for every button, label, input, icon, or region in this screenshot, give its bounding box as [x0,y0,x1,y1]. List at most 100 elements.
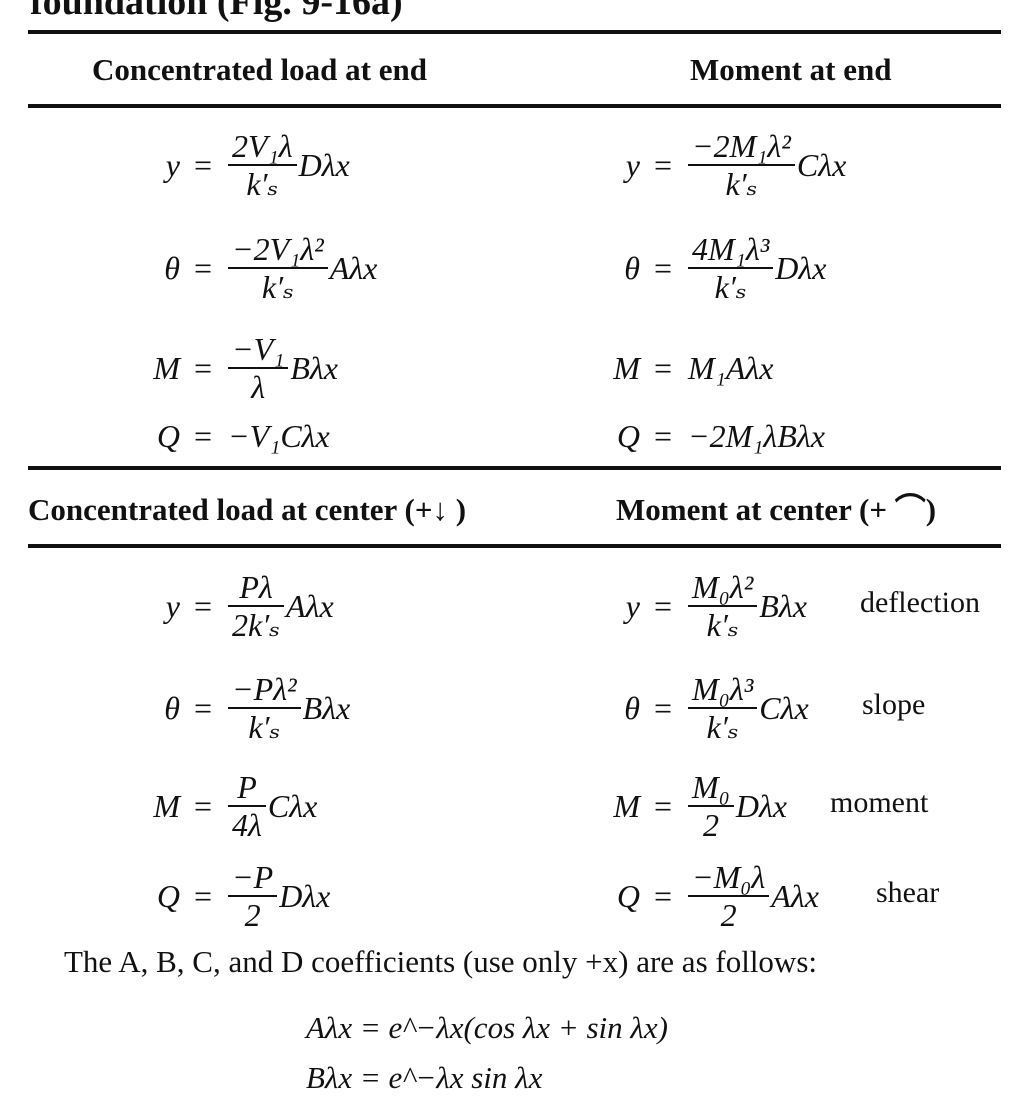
numerator: 4M₁λ³ [692,231,770,267]
denominator: k′ₛ [706,709,739,745]
equation-factor: Dλx [298,146,350,183]
header-rule-2 [28,544,1001,548]
equation-factor: Dλx [735,787,787,824]
fraction: −2V₁λ² k′ₛ [228,231,328,305]
equation-factor: Aλx [286,587,334,624]
row-label-moment: moment [830,786,929,819]
fraction: −2M₁λ² k′ₛ [688,128,795,202]
equation-row: y = M₀λ² k′ₛ Bλx [570,566,807,646]
equation-factor: Aλx [329,249,378,286]
fraction: 2V₁λ k′ₛ [228,128,297,202]
header-concentrated-load-at-center: Concentrated load at center (+↓ ) [28,492,467,527]
equation-lhs: y [625,587,640,624]
coefficients-note: The A, B, C, and D coefficients (use onl… [64,944,817,979]
equation-lhs: M [153,349,180,386]
equation-lhs: y [625,146,640,183]
equation-row: Q = −V₁Cλx [120,414,330,458]
equation-factor: Bλx [759,587,807,624]
equation-row: θ = M₀λ³ k′ₛ Cλx [570,668,809,748]
equation-rhs: −V₁Cλx [228,417,330,454]
numerator: −P [232,859,274,895]
equation-row: M = −V₁ λ Bλx [120,328,338,408]
fraction: M₀ 2 [688,769,734,843]
equation-row: Q = −2M₁λBλx [570,414,825,458]
numerator: −2V₁λ² [232,231,324,267]
fraction: −V₁ λ [228,331,289,405]
coefficient-a: Aλx = e^−λx(cos λx + sin λx) [306,1010,668,1045]
row-label-slope: slope [862,688,926,721]
fraction: −Pλ² k′ₛ [228,671,301,745]
equation-lhs: M [613,787,640,824]
denominator: k′ₛ [714,269,747,305]
equation-factor: Aλx [771,877,819,914]
denominator: k′ₛ [261,269,294,305]
row-label-shear: shear [876,876,940,909]
equation-lhs: Q [156,417,180,454]
equation-row: M = M₀ 2 Dλx [570,766,787,846]
table-caption: foundation (Fig. 9-16a) [30,0,403,23]
equation-lhs: θ [624,249,640,286]
header-concentrated-load-at-end: Concentrated load at end [92,52,427,87]
denominator: k′ₛ [246,166,279,202]
denominator: k′ₛ [706,607,739,643]
denominator: 2 [720,897,737,933]
fraction: P 4λ [228,769,266,843]
numerator: −2M₁λ² [692,128,791,164]
fraction: Pλ 2k′ₛ [228,569,285,643]
denominator: λ [251,369,266,405]
fraction: 4M₁λ³ k′ₛ [688,231,774,305]
equation-factor: Bλx [290,349,338,386]
fraction: M₀λ³ k′ₛ [688,671,758,745]
equation-row: Q = −M₀λ 2 Aλx [570,856,819,936]
equation-row: M = P 4λ Cλx [120,766,317,846]
equation-lhs: θ [164,689,180,726]
denominator: k′ₛ [248,709,281,745]
header-rule-1 [28,104,1001,108]
fraction: −M₀λ 2 [688,859,770,933]
equation-factor: Cλx [796,146,847,183]
equation-factor: Dλx [279,877,331,914]
equation-lhs: y [165,146,180,183]
equation-rhs: −2M₁λBλx [688,417,825,454]
equation-lhs: θ [624,689,640,726]
equation-row: y = Pλ 2k′ₛ Aλx [120,566,334,646]
numerator: P [237,769,257,805]
equation-lhs: M [153,787,180,824]
equation-row: y = 2V₁λ k′ₛ Dλx [120,125,350,205]
denominator: 4λ [232,807,262,843]
header-moment-at-end: Moment at end [690,52,892,87]
row-label-deflection: deflection [860,586,980,619]
fraction: M₀λ² k′ₛ [688,569,758,643]
numerator: −Pλ² [232,671,297,707]
equation-lhs: Q [616,417,640,454]
equation-row: y = −2M₁λ² k′ₛ Cλx [570,125,846,205]
numerator: 2V₁λ [232,128,293,164]
fraction: −P 2 [228,859,278,933]
denominator: 2 [244,897,261,933]
numerator: M₀λ² [692,569,754,605]
denominator: 2k′ₛ [232,607,281,643]
equation-factor: Cλx [267,787,318,824]
equation-lhs: Q [156,877,180,914]
equation-row: θ = 4M₁λ³ k′ₛ Dλx [570,228,826,308]
equation-lhs: Q [616,877,640,914]
numerator: −V₁ [232,331,285,367]
top-rule [28,30,1001,34]
equation-factor: Bλx [302,689,351,726]
equation-lhs: M [613,349,640,386]
numerator: Pλ [239,569,273,605]
numerator: M₀ [692,769,730,805]
equation-lhs: y [165,587,180,624]
equation-row: M = M₁Aλx [570,346,773,390]
equation-row: θ = −2V₁λ² k′ₛ Aλx [120,228,377,308]
equation-factor: Dλx [775,249,827,286]
equation-rhs: M₁Aλx [688,349,774,386]
coefficient-b: Bλx = e^−λx sin λx [306,1060,543,1095]
numerator: M₀λ³ [692,671,754,707]
equation-row: Q = −P 2 Dλx [120,856,330,936]
equation-factor: Cλx [759,689,809,726]
header-moment-at-center: Moment at center (+ ⌒) [616,492,937,527]
numerator: −M₀λ [692,859,766,895]
denominator: 2 [702,807,719,843]
